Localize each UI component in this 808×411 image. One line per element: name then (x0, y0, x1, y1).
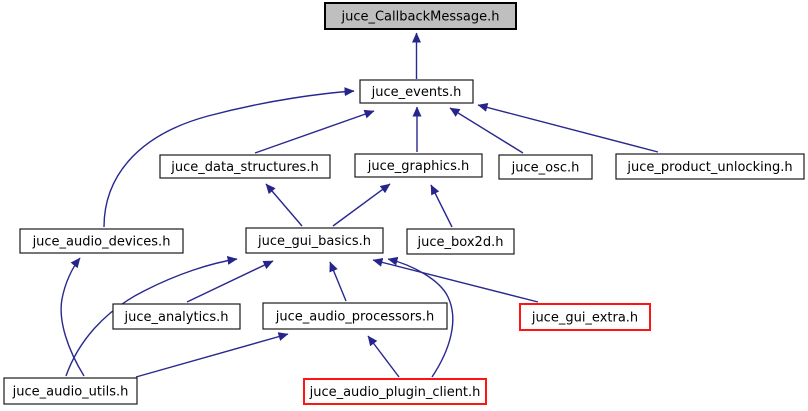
node-label-juce-audio-devices-h: juce_audio_devices.h (32, 235, 171, 250)
node-juce-callbackmessage-h: juce_CallbackMessage.h (324, 2, 517, 30)
edge-plugin-client-to-gui-basics (387, 256, 454, 378)
node-juce-graphics-h[interactable]: juce_graphics.h (354, 153, 483, 178)
node-label-juce-data-structures-h: juce_data_structures.h (170, 160, 318, 175)
edge-analytics-to-gui-basics (186, 260, 274, 303)
node-label-juce-graphics-h: juce_graphics.h (367, 159, 469, 174)
node-layer: juce_CallbackMessage.h juce_events.h juc… (3, 2, 805, 405)
node-juce-audio-devices-h[interactable]: juce_audio_devices.h (19, 228, 184, 254)
node-juce-product-unlocking-h[interactable]: juce_product_unlocking.h (615, 153, 805, 180)
edge-gui-extra-to-gui-basics (372, 257, 539, 303)
node-juce-gui-extra-h[interactable]: juce_gui_extra.h (519, 303, 651, 331)
node-juce-gui-basics-h[interactable]: juce_gui_basics.h (245, 227, 384, 254)
node-label-juce-audio-utils-h: juce_audio_utils.h (12, 385, 129, 400)
edge-audio-utils-to-gui-basics (65, 255, 238, 377)
node-juce-audio-utils-h[interactable]: juce_audio_utils.h (3, 377, 138, 405)
node-juce-osc-h[interactable]: juce_osc.h (498, 154, 593, 180)
edge-audio-utils-to-audio-processors (135, 332, 289, 378)
edge-audio-utils-to-audio-devices (60, 257, 85, 377)
edge-osc-to-events (449, 107, 524, 154)
edge-layer (60, 32, 659, 378)
node-label-juce-gui-basics-h: juce_gui_basics.h (257, 234, 371, 249)
edge-plugin-client-to-audio-processors (367, 335, 400, 378)
node-juce-analytics-h[interactable]: juce_analytics.h (112, 303, 241, 330)
node-juce-audio-plugin-client-h[interactable]: juce_audio_plugin_client.h (303, 378, 487, 405)
edge-audio-processors-to-gui-basics (329, 261, 347, 302)
node-juce-box2d-h[interactable]: juce_box2d.h (406, 228, 515, 255)
node-label-juce-box2d-h: juce_box2d.h (417, 235, 504, 250)
node-label-juce-audio-processors-h: juce_audio_processors.h (275, 310, 434, 325)
node-label-juce-events-h: juce_events.h (371, 85, 462, 100)
node-juce-audio-processors-h[interactable]: juce_audio_processors.h (262, 302, 448, 330)
node-label-juce-product-unlocking-h: juce_product_unlocking.h (626, 160, 792, 175)
edge-box2d-to-graphics (430, 184, 453, 228)
node-label-juce-callbackmessage-h: juce_CallbackMessage.h (340, 10, 499, 25)
edge-gui-basics-to-data-structures (265, 183, 303, 227)
edge-product-unlocking-to-events (477, 103, 659, 153)
node-label-juce-gui-extra-h: juce_gui_extra.h (531, 311, 638, 326)
node-label-juce-osc-h: juce_osc.h (511, 161, 580, 176)
node-juce-events-h[interactable]: juce_events.h (359, 79, 474, 104)
node-juce-data-structures-h[interactable]: juce_data_structures.h (159, 154, 331, 179)
edge-audio-devices-to-events (103, 87, 355, 228)
edge-gui-basics-to-graphics (332, 183, 391, 227)
node-label-juce-analytics-h: juce_analytics.h (124, 310, 229, 325)
node-label-juce-audio-plugin-client-h: juce_audio_plugin_client.h (309, 385, 481, 400)
edge-data-structures-to-events (254, 109, 375, 154)
